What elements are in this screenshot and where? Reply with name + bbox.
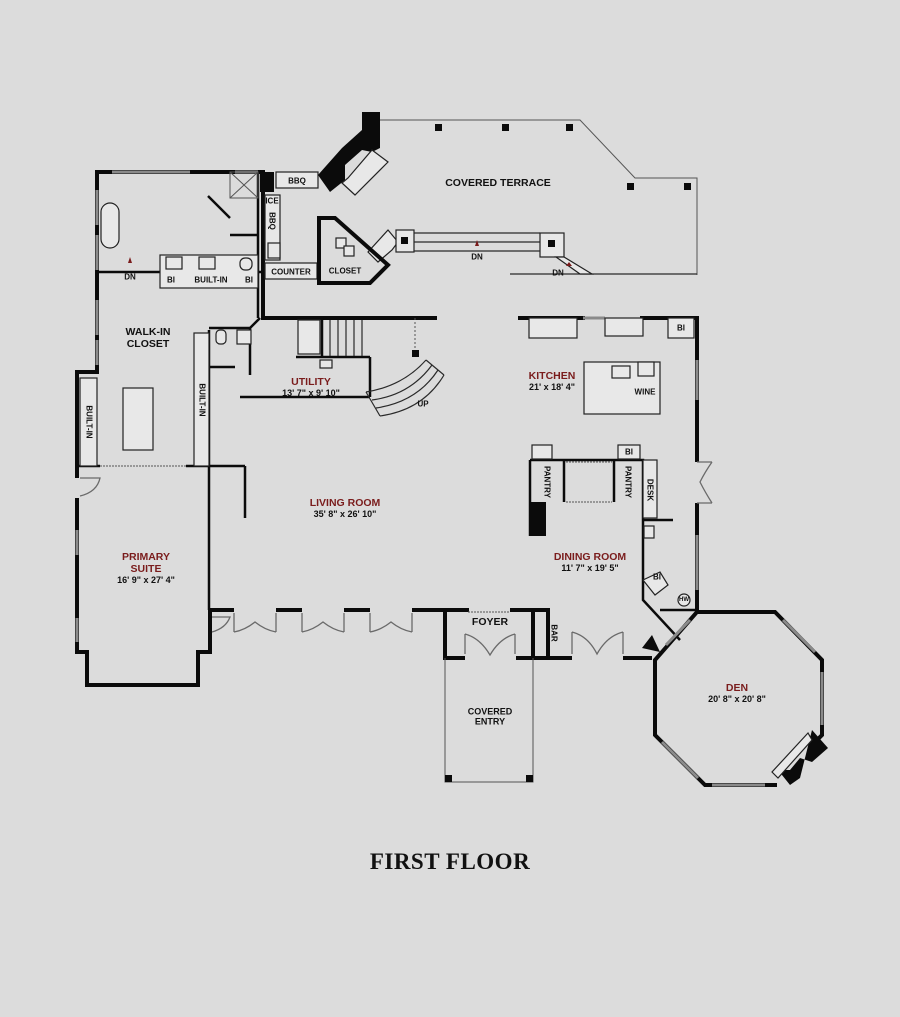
kitchen-label: KITCHEN 21' x 18' 4" <box>529 370 576 392</box>
counter-label: COUNTER <box>271 267 311 277</box>
closet-label: CLOSET <box>328 266 362 276</box>
room-name-line1: WALK-IN <box>125 325 171 338</box>
built-in-closet-left-label: BUILT-IN <box>84 405 94 439</box>
interior-walls <box>77 172 697 641</box>
primary-suite-label: PRIMARY SUITE 16' 9" x 27' 4" <box>117 551 175 585</box>
bi-right-label: BI <box>245 275 253 285</box>
room-dimensions: 13' 7" x 9' 10" <box>282 387 340 398</box>
built-in-bath-label: BUILT-IN <box>194 275 228 285</box>
covered-entry-outline <box>444 658 534 783</box>
covered-terrace-outline <box>275 112 698 275</box>
floor-plan-title: FIRST FLOOR <box>369 849 531 874</box>
den-label: DEN 20' 8" x 20' 8" <box>708 682 766 704</box>
room-name: UTILITY <box>291 375 331 388</box>
room-name: DEN <box>725 681 749 694</box>
den-outline <box>653 609 828 787</box>
dn-terrace-steps-label: DN <box>552 268 564 278</box>
room-dimensions: 20' 8" x 20' 8" <box>708 693 766 704</box>
room-dimensions: 16' 9" x 27' 4" <box>117 574 175 585</box>
room-dimensions: 21' x 18' 4" <box>528 381 576 392</box>
desk-label: DESK <box>645 478 655 502</box>
room-dimensions: 35' 8" x 26' 10" <box>313 508 377 519</box>
room-name-line2: CLOSET <box>126 338 170 350</box>
bbq-side-label: BBQ <box>267 212 277 230</box>
front-doors <box>233 461 713 657</box>
pantry-right-label: PANTRY <box>623 466 633 498</box>
outdoor-kitchen <box>260 170 391 320</box>
bbq-label: BBQ <box>288 176 306 186</box>
covered-terrace-label: COVERED TERRACE <box>445 177 551 189</box>
room-name-line1: PRIMARY <box>121 550 171 563</box>
utility-label: UTILITY 13' 7" x 9' 10" <box>282 376 340 398</box>
foyer-label: FOYER <box>472 616 508 628</box>
bi-dining-label: BI <box>653 572 661 582</box>
bar-label: BAR <box>549 624 559 642</box>
room-name: FOYER <box>471 615 509 628</box>
room-name-line1: COVERED <box>467 706 513 717</box>
up-label: UP <box>417 399 429 409</box>
bi-left-label: BI <box>167 275 175 285</box>
bi-kitchen-label: BI <box>677 323 685 333</box>
ice-label: ICE <box>265 196 279 206</box>
exterior-walls <box>75 170 699 687</box>
room-name: KITCHEN <box>528 369 576 382</box>
room-name-line2: SUITE <box>130 562 162 575</box>
hw-label: HW <box>679 597 689 603</box>
bi-pantry-label: BI <box>625 447 633 457</box>
bath-fixtures <box>79 171 259 633</box>
walk-in-closet-label: WALK-IN CLOSET <box>126 326 171 350</box>
room-name: DINING ROOM <box>553 550 627 563</box>
wine-label: WINE <box>634 387 656 397</box>
covered-entry-label: COVERED ENTRY <box>468 707 513 728</box>
dn-bath-label: DN <box>124 272 136 282</box>
pantry-left-label: PANTRY <box>542 466 552 498</box>
built-in-closet-right-label: BUILT-IN <box>197 383 207 417</box>
room-name: LIVING ROOM <box>309 496 381 509</box>
dn-terrace-label: DN <box>471 252 483 262</box>
room-name: COVERED TERRACE <box>445 176 551 189</box>
living-room-label: LIVING ROOM 35' 8" x 26' 10" <box>310 497 381 519</box>
room-dimensions: 11' 7" x 19' 5" <box>561 562 619 573</box>
dining-room-label: DINING ROOM 11' 7" x 19' 5" <box>554 551 626 573</box>
room-name-line2: ENTRY <box>474 717 506 727</box>
